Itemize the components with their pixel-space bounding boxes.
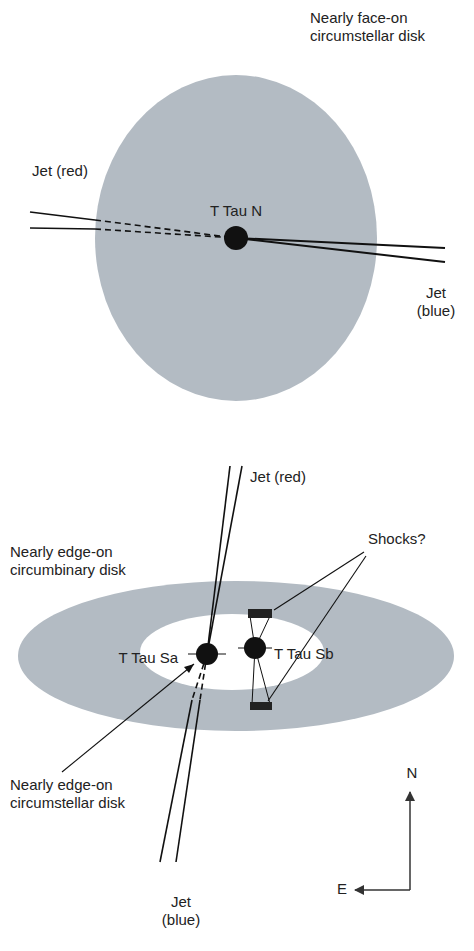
disk-label: Nearly face-on circumstellar disk	[310, 9, 460, 45]
circumstellar-disk: Nearly face-on circumstellar diskT Tau N	[95, 75, 377, 401]
jet-label: Jet (red)	[30, 162, 90, 180]
star: T Tau N	[224, 226, 248, 250]
star-name: T Tau N	[210, 202, 262, 220]
disk-label: Nearly edge-on circumbinary disk	[10, 543, 180, 579]
star: T Tau Sa	[196, 643, 218, 665]
jet-label: Jet (red)	[248, 468, 308, 486]
jet-label: Jet (blue)	[150, 893, 212, 929]
star-name: T Tau Sb	[274, 645, 334, 663]
star: T Tau Sb	[244, 637, 266, 659]
circumbinary-disk: Nearly edge-on circumbinary diskT Tau Sa…	[18, 581, 454, 731]
compass-label: E	[332, 880, 352, 898]
compass-label: N	[402, 764, 422, 782]
star-name: T Tau Sa	[119, 649, 179, 667]
callout-label: Nearly edge-on circumstellar disk	[10, 776, 130, 812]
jet-label: Jet (blue)	[405, 284, 467, 320]
callout-label: Shocks?	[368, 530, 448, 548]
